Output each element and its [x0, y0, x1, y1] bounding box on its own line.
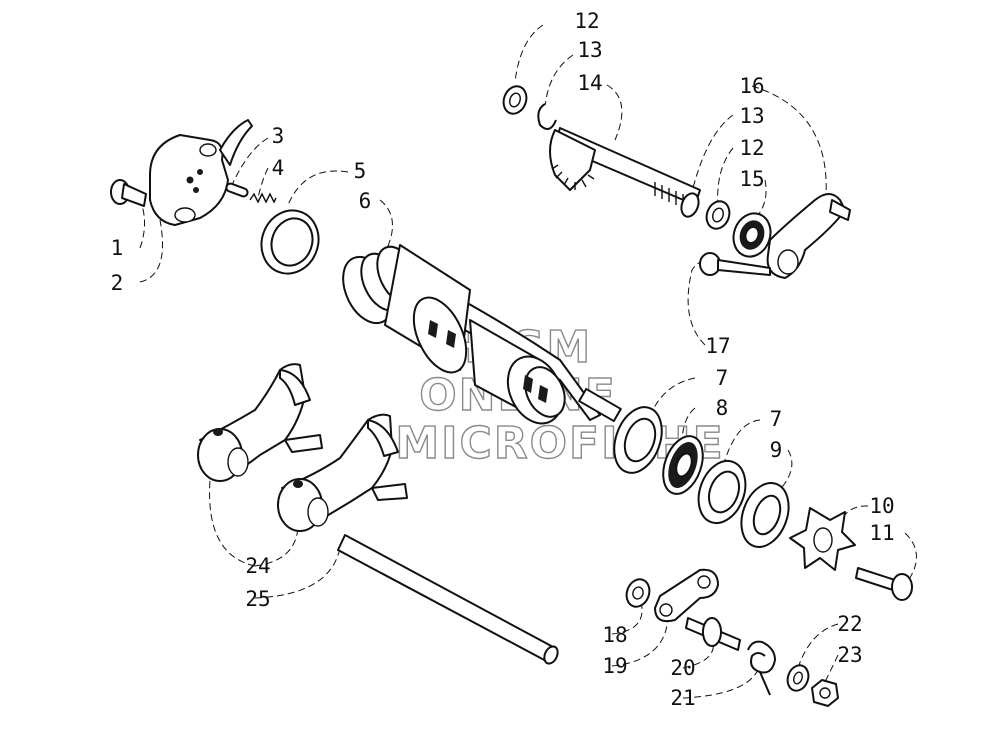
part-10-star-gear: [789, 507, 856, 571]
part-17-bolt: [699, 252, 771, 276]
callout-24: 24: [245, 554, 270, 578]
part-14-shift-shaft: [549, 127, 701, 208]
callout-11: 11: [869, 521, 894, 545]
callout-7-upper: 7: [716, 366, 729, 390]
callout-1: 1: [111, 236, 124, 260]
part-6-shift-drum: [342, 244, 622, 425]
part-15-seal: [732, 212, 772, 258]
part-24-shift-fork-right: [277, 413, 408, 532]
part-21-torsion-spring: [747, 640, 776, 696]
callout-2: 2: [111, 271, 124, 295]
part-20-stopper-pin: [685, 617, 741, 651]
callout-13-top: 13: [577, 38, 602, 62]
callout-6: 6: [359, 189, 372, 213]
part-11-bolt: [855, 567, 913, 601]
part-16-shift-arm: [766, 193, 851, 279]
part-3-pin: [225, 182, 249, 198]
part-12-washer-top: [502, 85, 528, 115]
part-13-clip-top: [537, 103, 557, 130]
callout-10: 10: [869, 494, 894, 518]
callout-16: 16: [739, 74, 764, 98]
part-7-washer-upper: [613, 406, 663, 474]
callout-22: 22: [837, 612, 862, 636]
part-13-clip-right: [680, 192, 700, 218]
callout-12-right: 12: [739, 136, 764, 160]
part-22-washer: [786, 664, 810, 692]
part-4-spring: [249, 192, 277, 204]
part-8-thrust-bearing: [662, 435, 704, 495]
part-18-washer: [625, 578, 651, 608]
part-23-nut: [811, 679, 839, 707]
part-19-link-plate: [654, 568, 719, 623]
callout-8: 8: [716, 396, 729, 420]
callout-labels: 12 13 14 16 13 12 15 17 3 4 5 6 1 2 7 8 …: [111, 9, 895, 710]
part-12-washer-right: [705, 200, 731, 230]
part-9-washer: [740, 482, 790, 548]
callout-7-lower: 7: [770, 407, 783, 431]
callout-19: 19: [602, 654, 627, 678]
callout-20: 20: [670, 656, 695, 680]
callout-14: 14: [577, 71, 602, 95]
callout-4: 4: [272, 156, 285, 180]
callout-23: 23: [837, 643, 862, 667]
part-25-fork-shaft: [337, 534, 559, 665]
callout-21: 21: [670, 686, 695, 710]
callout-18: 18: [602, 623, 627, 647]
callout-9: 9: [770, 438, 783, 462]
callout-5: 5: [354, 159, 367, 183]
part-2-housing: [149, 119, 253, 226]
part-7-washer-lower: [697, 460, 747, 524]
callout-12-top: 12: [574, 9, 599, 33]
part-5-washer: [260, 209, 320, 275]
callout-15: 15: [739, 167, 764, 191]
callout-17: 17: [705, 334, 730, 358]
callout-3: 3: [272, 124, 285, 148]
part-1-bolt: [110, 179, 147, 207]
callout-25: 25: [245, 587, 270, 611]
callout-13-right: 13: [739, 104, 764, 128]
part-24-shift-fork-left: [197, 363, 323, 482]
